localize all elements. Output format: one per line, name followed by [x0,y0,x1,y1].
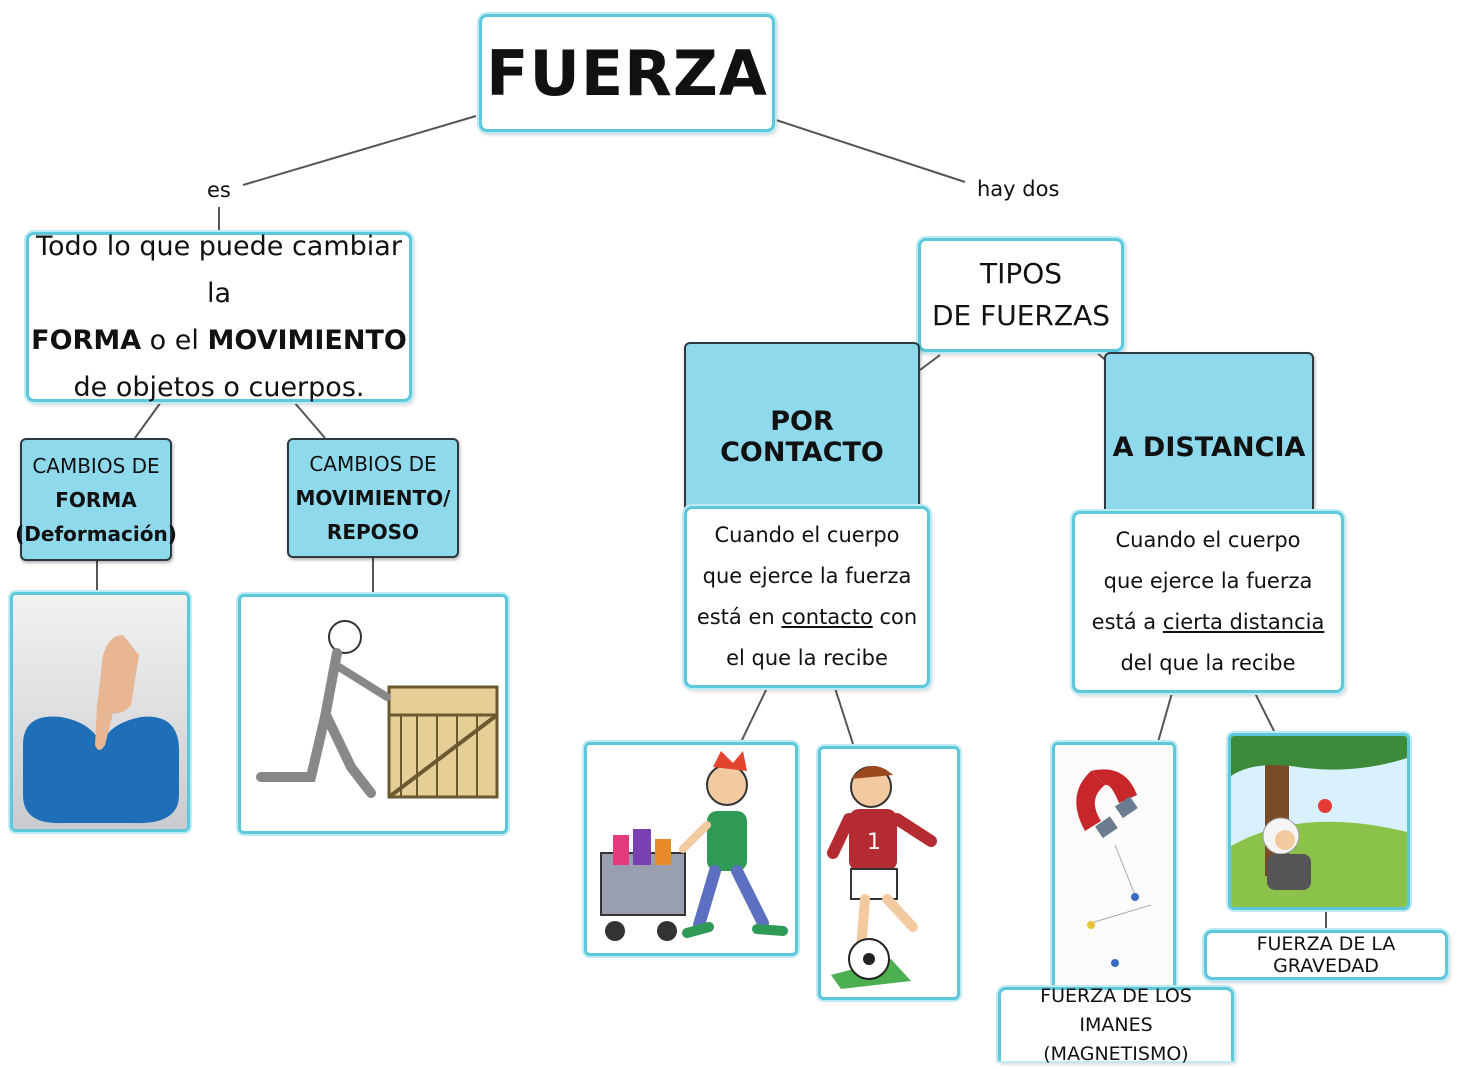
definition-node: Todo lo que puede cambiar la FORMA o el … [26,231,412,403]
gravedad-label: FUERZA DE LA GRAVEDAD [1204,930,1448,980]
cambios-movimiento-line-1: CAMBIOS DE [309,452,437,476]
imanes-line-1: FUERZA DE LOS IMANES [1040,985,1192,1036]
cambios-forma-line-2: FORMA [55,487,137,512]
cart-image [584,742,798,956]
distancia-line-2: que ejerce la fuerza [1103,569,1313,593]
cambios-movimiento-line-3: REPOSO [326,520,420,544]
distancia-line-3: está a cierta distancia [1092,602,1325,643]
contacto-line-1: Cuando el cuerpo [714,523,900,547]
sponge-image [10,592,190,832]
cambios-movimiento-node: CAMBIOS DE MOVIMIENTO/ REPOSO [287,438,459,558]
definition-forma: FORMA [31,325,142,356]
definition-o-el: o el [141,325,208,356]
contacto-line-4: el que la recibe [726,646,888,670]
cambios-forma-node: CAMBIOS DE FORMA (Deformación) [15,438,177,561]
cambios-forma-line-1: CAMBIOS DE [32,453,160,478]
gravity-image [1228,733,1410,910]
distancia-line-1: Cuando el cuerpo [1115,528,1301,552]
cambios-movimiento-line-2: MOVIMIENTO/ [295,486,451,510]
tipos-node: TIPOS DE FUERZAS [918,238,1124,352]
tipos-line-2: DE FUERZAS [931,299,1110,332]
cambios-forma-line-3: (Deformación) [15,521,177,546]
soccer-image: 1 [818,746,960,1000]
imanes-label: FUERZA DE LOS IMANES (MAGNETISMO) [998,985,1234,1065]
contacto-line-3-pre: está en [696,605,782,629]
por-contacto-title: POR CONTACTO [720,406,884,468]
link-label-es: es [207,178,231,202]
link-label-hay-dos: hay dos [977,177,1060,201]
distancia-description: Cuando el cuerpo que ejerce la fuerza es… [1072,511,1344,693]
imanes-line-2: (MAGNETISMO) [1043,1043,1189,1065]
distancia-line-3-pre: está a [1091,610,1163,634]
definition-line-1: Todo lo que puede cambiar la [36,231,402,309]
push-box-image [238,594,508,834]
contacto-line-3: está en contacto con [697,597,917,638]
por-contacto-header: POR CONTACTO [684,342,920,512]
definition-movimiento: MOVIMIENTO [207,325,407,356]
definition-line-3: de objetos o cuerpos. [73,372,365,403]
contacto-description: Cuando el cuerpo que ejerce la fuerza es… [684,506,930,688]
a-distancia-header: A DISTANCIA [1104,352,1314,517]
distancia-line-4: del que la recibe [1120,651,1296,675]
gravedad-text: FUERZA DE LA GRAVEDAD [1256,933,1396,977]
definition-line-2: FORMA o el MOVIMIENTO [31,317,407,364]
contacto-underlined: contacto [781,605,873,629]
tipos-line-1: TIPOS [979,257,1063,290]
svg-text:1: 1 [867,830,881,855]
contacto-line-2: que ejerce la fuerza [702,564,912,588]
root-node: FUERZA [479,14,775,132]
magnet-image [1052,742,1176,992]
distancia-underlined: cierta distancia [1162,610,1325,634]
contacto-line-3-post: con [872,605,918,629]
root-title: FUERZA [486,36,768,110]
a-distancia-title: A DISTANCIA [1112,432,1306,463]
